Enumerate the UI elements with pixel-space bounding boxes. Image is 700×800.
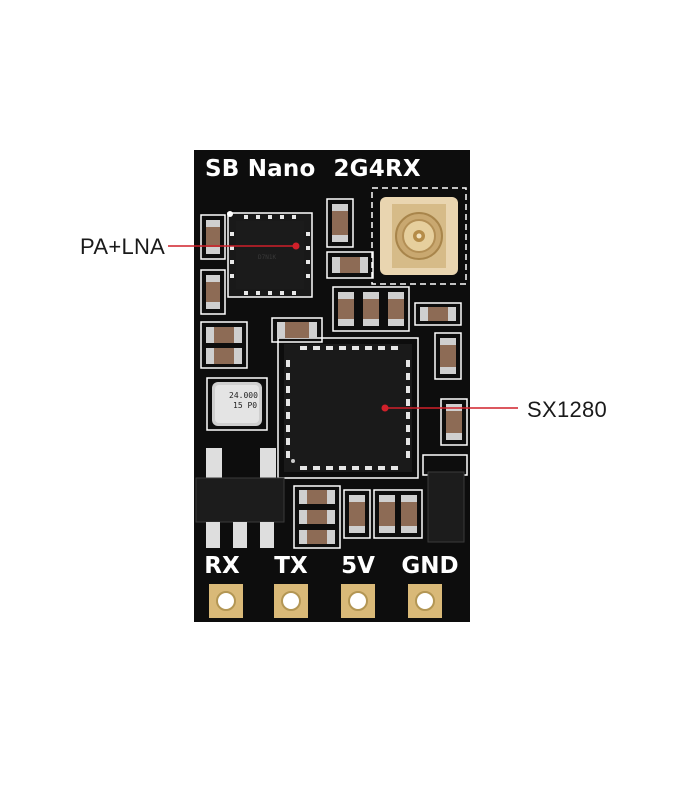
callout-dot-sx1280 (381, 404, 389, 412)
crystal-frequency-label: 24.000 (229, 391, 258, 400)
callout-label-pa-lna: PA+LNA (80, 234, 166, 259)
sx1280-chip (277, 337, 419, 479)
crystal-code-label: 15 P0 (233, 401, 258, 410)
crystal-oscillator (206, 377, 268, 431)
pin-label-5v: 5V (341, 553, 375, 579)
pa-lna-chip-marking: D7N1K (258, 254, 277, 261)
pin-label-gnd: GND (401, 553, 459, 579)
pin-label-tx: TX (274, 553, 308, 579)
callout-lines (168, 242, 518, 412)
ufl-antenna-connector (371, 187, 467, 285)
pin-label-rx: RX (204, 553, 240, 579)
callout-label-sx1280: SX1280 (527, 397, 608, 422)
solder-pads (209, 584, 442, 618)
voltage-regulator (195, 448, 285, 548)
passive-components (200, 198, 468, 549)
callout-dot-pa-lna (292, 242, 300, 250)
board-title-model: SB Nano (205, 156, 316, 182)
pa-lna-chip (227, 211, 313, 298)
board-title: SB Nano 2G4RX (205, 156, 421, 182)
diode-component (427, 471, 465, 543)
board-title-variant: 2G4RX (333, 156, 421, 182)
